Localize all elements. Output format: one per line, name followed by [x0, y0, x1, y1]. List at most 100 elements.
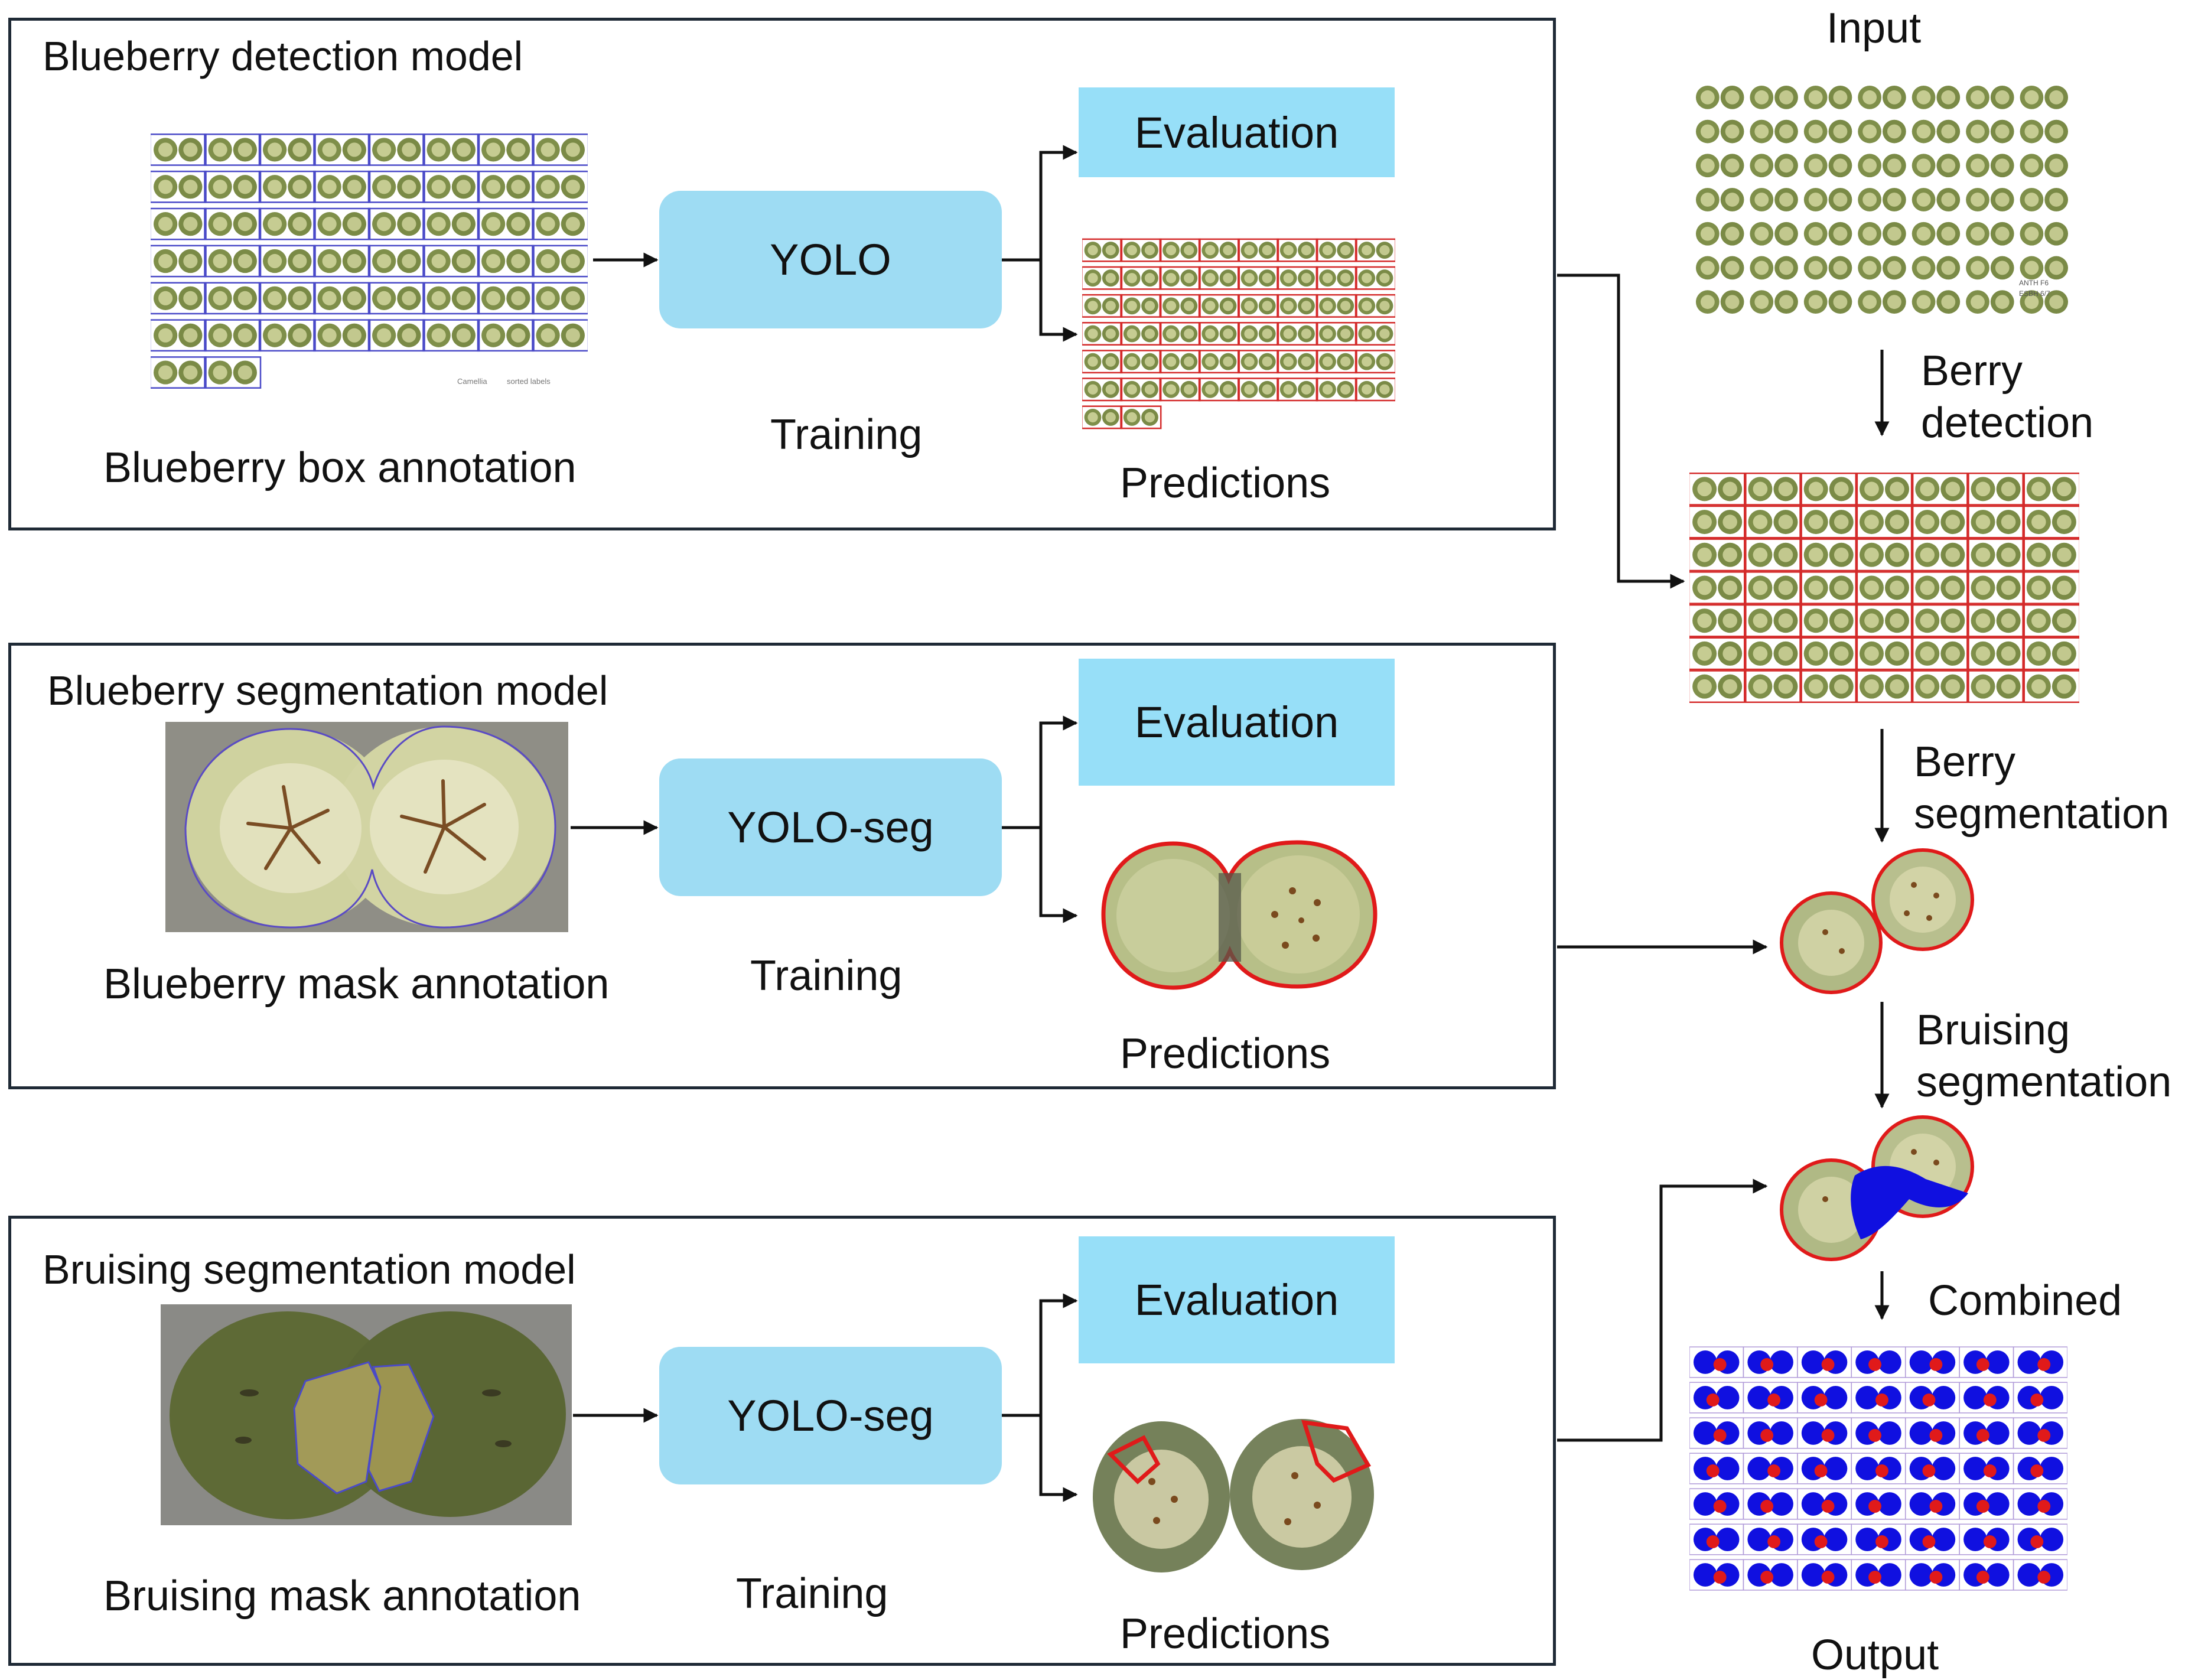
berry-pair: [151, 282, 207, 315]
berry-pair: [2022, 637, 2079, 670]
berry-pair: [532, 134, 588, 166]
berry-pair: [1858, 154, 1906, 178]
berry-pair: [1966, 538, 2025, 572]
berry-pair: [532, 170, 588, 203]
berry-pair: [1695, 85, 1744, 109]
berry-pair: [1277, 350, 1318, 374]
bruising-mask-annotation-label: Bruising mask annotation: [103, 1572, 581, 1620]
berry-pair: [313, 319, 371, 352]
berry-pair: [1912, 290, 1961, 314]
berry-pair: [1120, 238, 1162, 262]
output-berry-pair: [1904, 1382, 1960, 1414]
berry-pair: [1315, 238, 1357, 262]
output-berry-pair: [1904, 1346, 1960, 1378]
berry-pair: [422, 282, 480, 315]
bruising-segmentation-predictions-label: Predictions: [1120, 1610, 1331, 1658]
output-berry-pair: [1797, 1417, 1852, 1449]
berry-pair: [1159, 238, 1201, 262]
berry-pair: [532, 319, 588, 352]
bruising-mask-annotation-image: [161, 1304, 572, 1525]
berry-pair: [2022, 670, 2079, 703]
berry-pair: [1966, 505, 2025, 539]
berry-pair: [1910, 637, 1969, 670]
detection-predictions-label: Predictions: [1120, 460, 1331, 507]
berry-pair: [422, 245, 480, 278]
berry-pair: [1744, 473, 1802, 506]
berry-pair: [2020, 256, 2069, 280]
berry-pair: [477, 282, 535, 315]
berry-pair: [2020, 188, 2069, 211]
berry-pair: [1238, 266, 1279, 290]
berry-pair: [1912, 188, 1961, 211]
pipeline-detection-image: [1689, 473, 2079, 703]
berry-pair: [1198, 294, 1240, 318]
output-berry-pair: [1797, 1559, 1852, 1591]
yolo-seg-berry-model-box: YOLO-seg: [659, 758, 1002, 896]
berry-pair: [151, 207, 207, 240]
berry-segmentation-panel-title: Blueberry segmentation model: [47, 668, 608, 714]
berry-pair: [1354, 266, 1395, 290]
berry-pair: [1858, 85, 1906, 109]
berry-pair: [1910, 505, 1969, 539]
detection-training-label: Training: [770, 411, 923, 458]
berry-pair: [1912, 154, 1961, 178]
berry-pair: [422, 134, 480, 166]
berry-pair: [1238, 377, 1279, 402]
berry-pair: [1912, 222, 1961, 246]
berry-pair: [1082, 405, 1123, 429]
berry-pair: [1855, 670, 1914, 703]
berry-pair: [1159, 266, 1201, 290]
detection-predictions-image: [1082, 238, 1395, 429]
berry-pair: [2020, 222, 2069, 246]
berry-pair: [1277, 377, 1318, 402]
berry-pair: [1315, 350, 1357, 374]
berry-pair: [1689, 473, 1747, 506]
berry-pair: [1910, 538, 1969, 572]
berry-pair: [1315, 294, 1357, 318]
berry-pair: [367, 134, 425, 166]
berry-pair: [1354, 238, 1395, 262]
berry-pair: [313, 207, 371, 240]
berry-pair: [477, 319, 535, 352]
berry-pair: [1315, 322, 1357, 346]
berry-pair: [1159, 322, 1201, 346]
berry-pair: [1803, 154, 1852, 178]
berry-pair: [313, 134, 371, 166]
berry-pair: [1198, 322, 1240, 346]
berry-pair: [1803, 188, 1852, 211]
box-annotation-image: [151, 134, 588, 389]
output-berry-pair: [1959, 1559, 2014, 1591]
output-berry-pair: [1904, 1453, 1960, 1484]
berry-pair: [1855, 473, 1914, 506]
pipeline-step-detection-line2: detection: [1921, 399, 2094, 447]
arrow-yolo-seg-to-evaluation: [1039, 715, 1078, 828]
box-annotation-caption-right: sorted labels: [507, 377, 551, 386]
berry-pair: [1744, 637, 1802, 670]
yolo-seg-bruising-model-box: YOLO-seg: [659, 1347, 1002, 1484]
pipeline-output-image: [1689, 1346, 2067, 1591]
bruising-segmentation-evaluation-box: Evaluation: [1079, 1236, 1395, 1363]
berry-pair: [1803, 85, 1852, 109]
berry-pair: [1082, 322, 1123, 346]
arrow-bruise-yolo-seg-to-evaluation: [1039, 1293, 1078, 1415]
berry-pair: [422, 319, 480, 352]
berry-pair: [258, 245, 316, 278]
output-berry-pair: [1689, 1523, 1744, 1555]
berry-pair: [1799, 505, 1858, 539]
pipeline-output-label: Output: [1811, 1632, 1939, 1679]
berry-pair: [1799, 473, 1858, 506]
berry-pair: [204, 319, 262, 352]
output-berry-pair: [1689, 1417, 1744, 1449]
output-berry-pair: [1959, 1453, 2014, 1484]
berry-pair: [1120, 377, 1162, 402]
berry-pair: [1354, 322, 1395, 346]
pipeline-step-bruising-line2: segmentation: [1916, 1059, 2172, 1106]
berry-pair: [1082, 238, 1123, 262]
output-berry-pair: [2013, 1417, 2067, 1449]
berry-pair: [1277, 294, 1318, 318]
berry-pair: [151, 245, 207, 278]
berry-pair: [1277, 266, 1318, 290]
berry-pair: [204, 170, 262, 203]
output-berry-pair: [1851, 1453, 1906, 1484]
berry-pair: [1966, 256, 2014, 280]
